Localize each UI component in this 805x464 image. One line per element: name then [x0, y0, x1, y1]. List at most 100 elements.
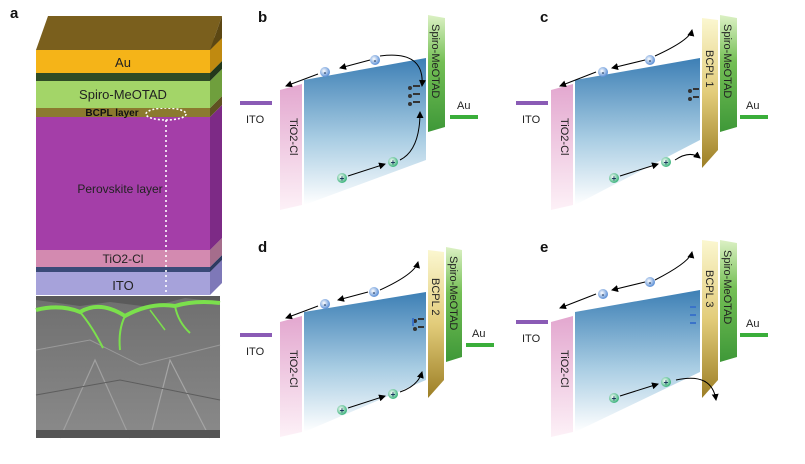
electron-reflect-e: [654, 251, 695, 281]
hole-arrow-b: [347, 162, 386, 177]
panel-a: a ITO TiO2-Cl Perovskite layer BCP: [10, 5, 222, 439]
perovskite-layer: [36, 105, 222, 250]
au-level-bar: [740, 333, 768, 337]
perovskite-band: [575, 58, 700, 205]
electron-reflect-c: [654, 29, 695, 57]
spiro-label: Spiro-MeOTAD: [429, 24, 441, 98]
ito-label: ITO: [246, 346, 265, 358]
hole-d1: [337, 405, 347, 415]
au-layer-label: Au: [115, 55, 131, 70]
ito-label: ITO: [246, 114, 265, 126]
tio2-label: TiO2-Cl: [287, 118, 299, 155]
panel-b: b ITO Au TiO2-Cl Spiro-MeOTAD --++: [240, 9, 478, 210]
electron-curve-b: [379, 54, 426, 87]
au-level-bar: [450, 115, 478, 119]
au-label: Au: [457, 100, 470, 112]
defect-states: [412, 318, 424, 331]
tio2-band: [551, 316, 573, 437]
spiro-layer: [36, 69, 222, 108]
perovskite-band: [304, 58, 426, 205]
panel-e: e ITO Au TiO2-Cl BCPL 3 Spiro-MeOTAD --+…: [516, 239, 768, 437]
hole-e1: [609, 393, 619, 403]
electron-e1: [598, 289, 608, 299]
hole-c1: [609, 173, 619, 183]
hole-curve-e: [675, 377, 719, 401]
panel-c: c ITO Au TiO2-Cl BCPL 1 Spiro-MeOTAD --+…: [516, 9, 768, 210]
tio2-layer-label: TiO2-Cl: [103, 252, 144, 266]
electron-arrow-b: [285, 73, 319, 88]
au-layer: [36, 16, 222, 73]
electron-b2: [370, 55, 380, 65]
electron-arrow-b2: [339, 59, 371, 70]
hole-b1: [337, 173, 347, 183]
spiro-label: Spiro-MeOTAD: [721, 24, 733, 98]
electron-d2: [369, 287, 379, 297]
sem-cross-section-image: [35, 296, 221, 439]
tio2-label: TiO2-Cl: [558, 118, 570, 155]
hole-reflect-c: [674, 151, 701, 161]
electron-sign: -: [649, 56, 652, 65]
hole-e2: [661, 377, 671, 387]
panel-label-e: e: [540, 239, 548, 256]
perovskite-band: [304, 292, 426, 432]
electron-arrow-e2: [611, 281, 646, 292]
hole-arrow-c: [619, 162, 659, 177]
defect-states: [690, 306, 696, 324]
hole-sign: +: [612, 394, 617, 403]
defect-states: [688, 88, 699, 101]
spiro-label: Spiro-MeOTAD: [447, 256, 459, 330]
electron-arrow-c: [559, 71, 597, 88]
electron-arrow-d2: [337, 291, 369, 302]
electron-b1: [320, 67, 330, 77]
tio2-band: [280, 84, 302, 210]
tio2-label: TiO2-Cl: [558, 350, 570, 387]
spiro-band: [428, 15, 445, 132]
hole-curve-b: [399, 111, 424, 161]
spiro-band: [446, 247, 462, 362]
au-level-bar: [740, 115, 768, 119]
hole-c2: [661, 157, 671, 167]
electron-arrow-d: [285, 305, 319, 320]
bcpl-band: [702, 18, 718, 168]
electron-c2: [645, 55, 655, 65]
panel-label-a: a: [10, 5, 19, 22]
tio2-label: TiO2-Cl: [287, 350, 299, 387]
panel-d: d ITO Au TiO2-Cl BCPL 2 Spiro-MeOTAD --+…: [240, 239, 494, 437]
bcpl-layer: [36, 96, 222, 117]
bcpl-label: BCPL 2: [429, 278, 441, 316]
electron-sign: -: [649, 278, 652, 287]
spiro-layer-label: Spiro-MeOTAD: [79, 87, 167, 102]
tio2-band: [280, 316, 302, 437]
au-label: Au: [472, 328, 485, 340]
hole-d2: [388, 389, 398, 399]
hole-sign: +: [664, 158, 669, 167]
defect-states: [408, 85, 420, 106]
panel-label-c: c: [540, 9, 548, 26]
hole-sign: +: [664, 378, 669, 387]
electron-sign: -: [602, 68, 605, 77]
perovskite-band: [575, 290, 700, 432]
au-label: Au: [746, 318, 759, 330]
ito-level-bar: [516, 101, 548, 105]
panel-label-d: d: [258, 239, 267, 256]
electron-sign: -: [374, 56, 377, 65]
bcpl-band: [428, 250, 444, 398]
ito-layer-label: ITO: [112, 278, 133, 293]
hole-arrow-e: [619, 382, 659, 397]
ito-level-bar: [240, 333, 272, 337]
hole-sign: +: [391, 390, 396, 399]
spiro-band: [720, 15, 737, 132]
electron-reflect-d: [379, 261, 420, 291]
fto-layer: [36, 267, 210, 272]
bcpl-label: BCPL 3: [703, 270, 715, 308]
hole-b2: [388, 157, 398, 167]
bcpl-label: BCPL 1: [703, 50, 715, 88]
hole-sign: +: [340, 174, 345, 183]
hole-curve-d: [399, 371, 424, 393]
hole-arrow-d: [347, 394, 386, 409]
bcpl-band: [702, 240, 718, 398]
electron-d1: [320, 299, 330, 309]
electron-sign: -: [324, 300, 327, 309]
panel-label-b: b: [258, 9, 267, 26]
